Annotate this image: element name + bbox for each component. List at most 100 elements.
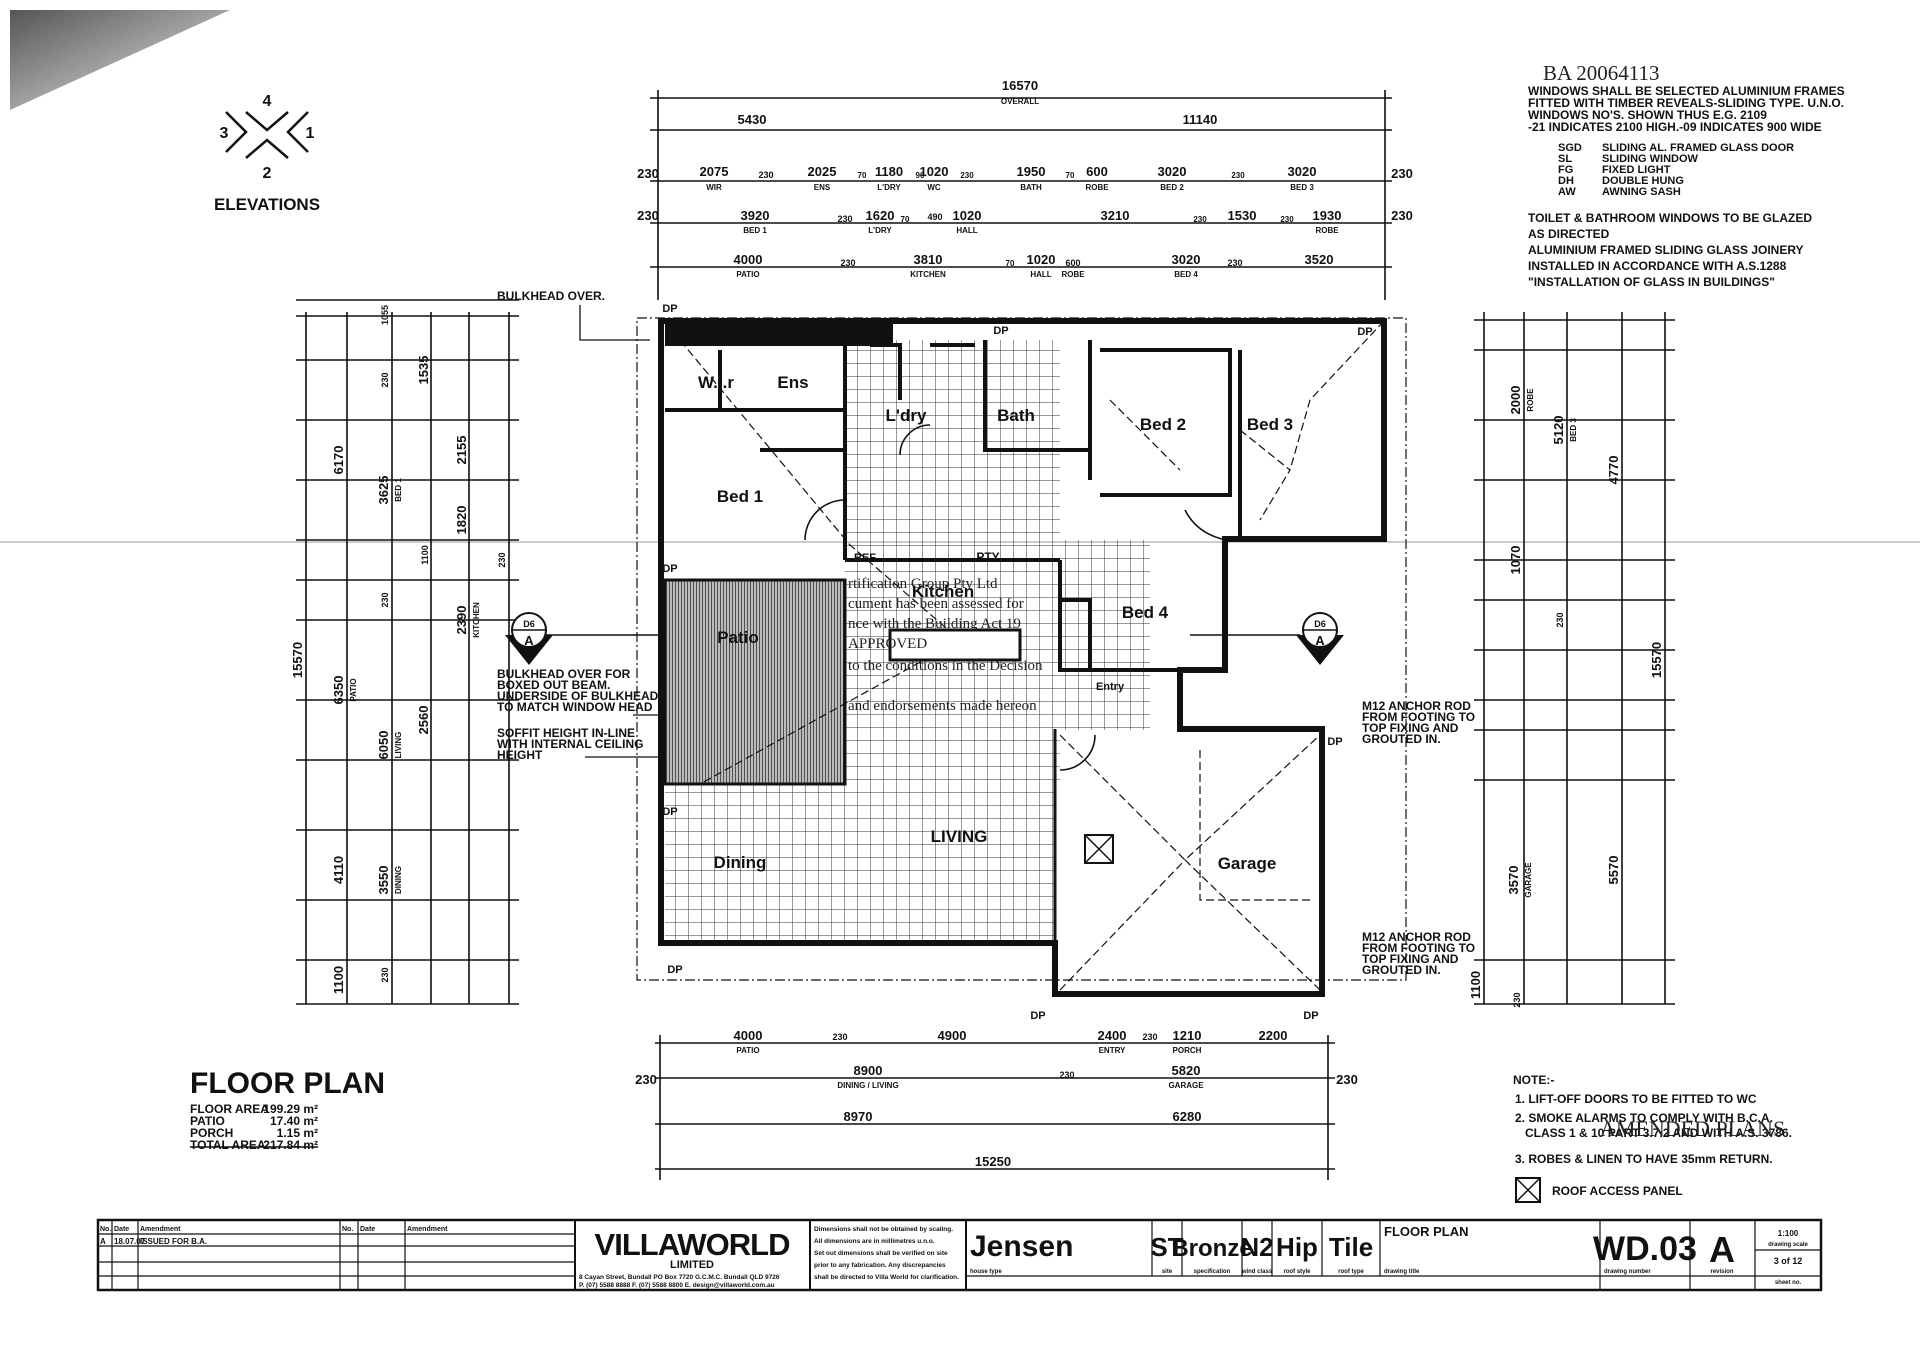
area-value: 199.29 m² xyxy=(263,1102,318,1116)
room-laundry: L'dry xyxy=(886,406,927,425)
note-item: CLASS 1 & 10 PART 3.7.2 AND WITH A.S. 37… xyxy=(1525,1126,1792,1140)
soffit-note-line: SOFFIT HEIGHT IN-LINE xyxy=(497,726,635,740)
bulkhead-note-line: TO MATCH WINDOW HEAD xyxy=(497,700,653,714)
downpipe-label: DP xyxy=(662,563,677,575)
glazing-note: AS DIRECTED xyxy=(1528,227,1610,241)
dimension-value: 4110 xyxy=(331,856,346,884)
room-kitchen: Kitchen xyxy=(912,582,974,601)
dimension-value: 230 xyxy=(380,592,390,607)
room-pantry: PTY. xyxy=(976,550,1001,564)
dimension-value: 230 xyxy=(635,1072,657,1087)
window-note: WINDOWS SHALL BE SELECTED ALUMINIUM FRAM… xyxy=(1528,84,1845,98)
dimension-value: 3020 xyxy=(1172,252,1201,267)
anchor-rod-note-line: FROM FOOTING TO xyxy=(1362,710,1475,724)
area-label: PORCH xyxy=(190,1126,233,1140)
company-address: 8 Cayan Street, Bundall PO Box 7720 G.C.… xyxy=(579,1274,780,1281)
dimension-value: 4000 xyxy=(734,1028,763,1043)
rev-number: A xyxy=(100,1237,106,1246)
dimension-value: 11140 xyxy=(1183,112,1218,127)
roof-type-value: Tile xyxy=(1329,1232,1373,1262)
kitchen-bench xyxy=(888,628,1022,662)
stamp-line: rtification Group Pty Ltd xyxy=(848,576,998,592)
disclaimer-line: Dimensions shall not be obtained by scal… xyxy=(814,1226,953,1233)
elevation-3-label: 3 xyxy=(220,125,229,142)
drawing-number: WD.03 xyxy=(1593,1230,1697,1268)
area-value: 1.15 m² xyxy=(277,1126,318,1140)
window-code-desc: SLIDING AL. FRAMED GLASS DOOR xyxy=(1602,142,1794,154)
section-id: D6 xyxy=(523,619,535,629)
dimension-value: 3210 xyxy=(1101,208,1130,223)
bulkhead-note-line: BOXED OUT BEAM. xyxy=(497,678,610,692)
downpipe-label: DP xyxy=(1357,326,1372,338)
dimension-value: 3570 xyxy=(1506,866,1521,895)
dimension-value: WIR xyxy=(706,183,722,192)
dimension-value: LIVING xyxy=(394,732,403,759)
roof-style-value: Hip xyxy=(1276,1232,1318,1262)
area-label: PATIO xyxy=(190,1114,225,1128)
window-code-desc: FIXED LIGHT xyxy=(1602,164,1671,176)
downpipe-label: DP xyxy=(1327,736,1342,748)
dimension-value: 2025 xyxy=(808,164,837,179)
floor-plan-title: FLOOR PLAN xyxy=(190,1067,385,1100)
drawing-title-label: drawing title xyxy=(1384,1269,1420,1275)
glazing-note: "INSTALLATION OF GLASS IN BUILDINGS" xyxy=(1528,275,1775,289)
floor-plan-drawing xyxy=(636,317,1407,997)
anchor-rod-note-line: TOP FIXING AND xyxy=(1362,721,1459,735)
section-marker-left: D6 A xyxy=(505,612,665,665)
dimension-value: 6280 xyxy=(1173,1109,1202,1124)
dimension-value: BED 1 xyxy=(743,226,767,235)
window-code-desc: SLIDING WINDOW xyxy=(1602,153,1699,165)
drawing-scale-label: drawing scale xyxy=(1768,1242,1808,1248)
dimension-value: 3920 xyxy=(741,208,770,223)
dimension-value: GARAGE xyxy=(1524,862,1533,898)
dimension-value: WC xyxy=(927,183,941,192)
roof-type-label: roof type xyxy=(1338,1269,1364,1275)
room-ensuite: Ens xyxy=(777,373,808,392)
anchor-rod-note-line: M12 ANCHOR ROD xyxy=(1362,930,1471,944)
bulkhead-note-line: UNDERSIDE OF BULKHEAD xyxy=(497,689,659,703)
dimension-value: HALL xyxy=(956,226,977,235)
dimension-value: 230 xyxy=(1231,171,1245,180)
dimension-value: 230 xyxy=(837,214,852,224)
dimension-value: PATIO xyxy=(736,270,759,279)
dimension-value: HALL xyxy=(1030,270,1051,279)
room-bed-3: Bed 3 xyxy=(1247,415,1293,434)
dimension-value: ROBE xyxy=(1085,183,1109,192)
section-id: D6 xyxy=(1314,619,1326,629)
rev-header: Date xyxy=(360,1226,375,1233)
dimension-value: BED 4 xyxy=(1174,270,1198,279)
rev-date: 18.07.07 xyxy=(114,1237,146,1246)
downpipe-label: DP xyxy=(662,303,677,315)
room-bed-4: Bed 4 xyxy=(1122,603,1169,622)
note-item: 2. SMOKE ALARMS TO COMPLY WITH B.C.A. xyxy=(1515,1111,1773,1125)
dimension-value: DINING xyxy=(394,866,403,894)
dimension-value: 2155 xyxy=(454,436,469,465)
dimension-value: 4770 xyxy=(1606,456,1621,485)
anchor-rod-note-line: GROUTED IN. xyxy=(1362,963,1441,977)
fridge-space: REF xyxy=(854,552,876,564)
dimension-value: 1020 xyxy=(920,164,949,179)
dimension-value: 15250 xyxy=(975,1154,1011,1169)
dimension-value: 3625 xyxy=(376,476,391,505)
window-code: FG xyxy=(1558,164,1573,176)
internal-walls xyxy=(665,321,1242,672)
dimension-value: PATIO xyxy=(349,678,358,701)
soffit-note-line: HEIGHT xyxy=(497,748,543,762)
dimension-value: 8900 xyxy=(854,1063,883,1078)
bulkhead xyxy=(665,322,893,346)
dimension-value: PORCH xyxy=(1173,1046,1202,1055)
dimension-value: 90 xyxy=(916,171,925,180)
dimension-value: 6050 xyxy=(376,731,391,760)
stamp-line: to the conditions in the Decision xyxy=(848,658,1043,674)
window-note: WINDOWS NO'S. SHOWN THUS E.G. 2109 xyxy=(1528,108,1767,122)
title-block: No. Date Amendment No. Date Amendment A … xyxy=(96,1218,1823,1292)
window-note: -21 INDICATES 2100 HIGH.-09 INDICATES 90… xyxy=(1528,120,1822,134)
company-logo: VILLAWORLD xyxy=(595,1227,791,1262)
dimension-value: L'DRY xyxy=(877,183,901,192)
dimension-value: 2400 xyxy=(1098,1028,1127,1043)
dimension-value: 1210 xyxy=(1173,1028,1202,1043)
dimension-value: 2390 xyxy=(454,606,469,635)
